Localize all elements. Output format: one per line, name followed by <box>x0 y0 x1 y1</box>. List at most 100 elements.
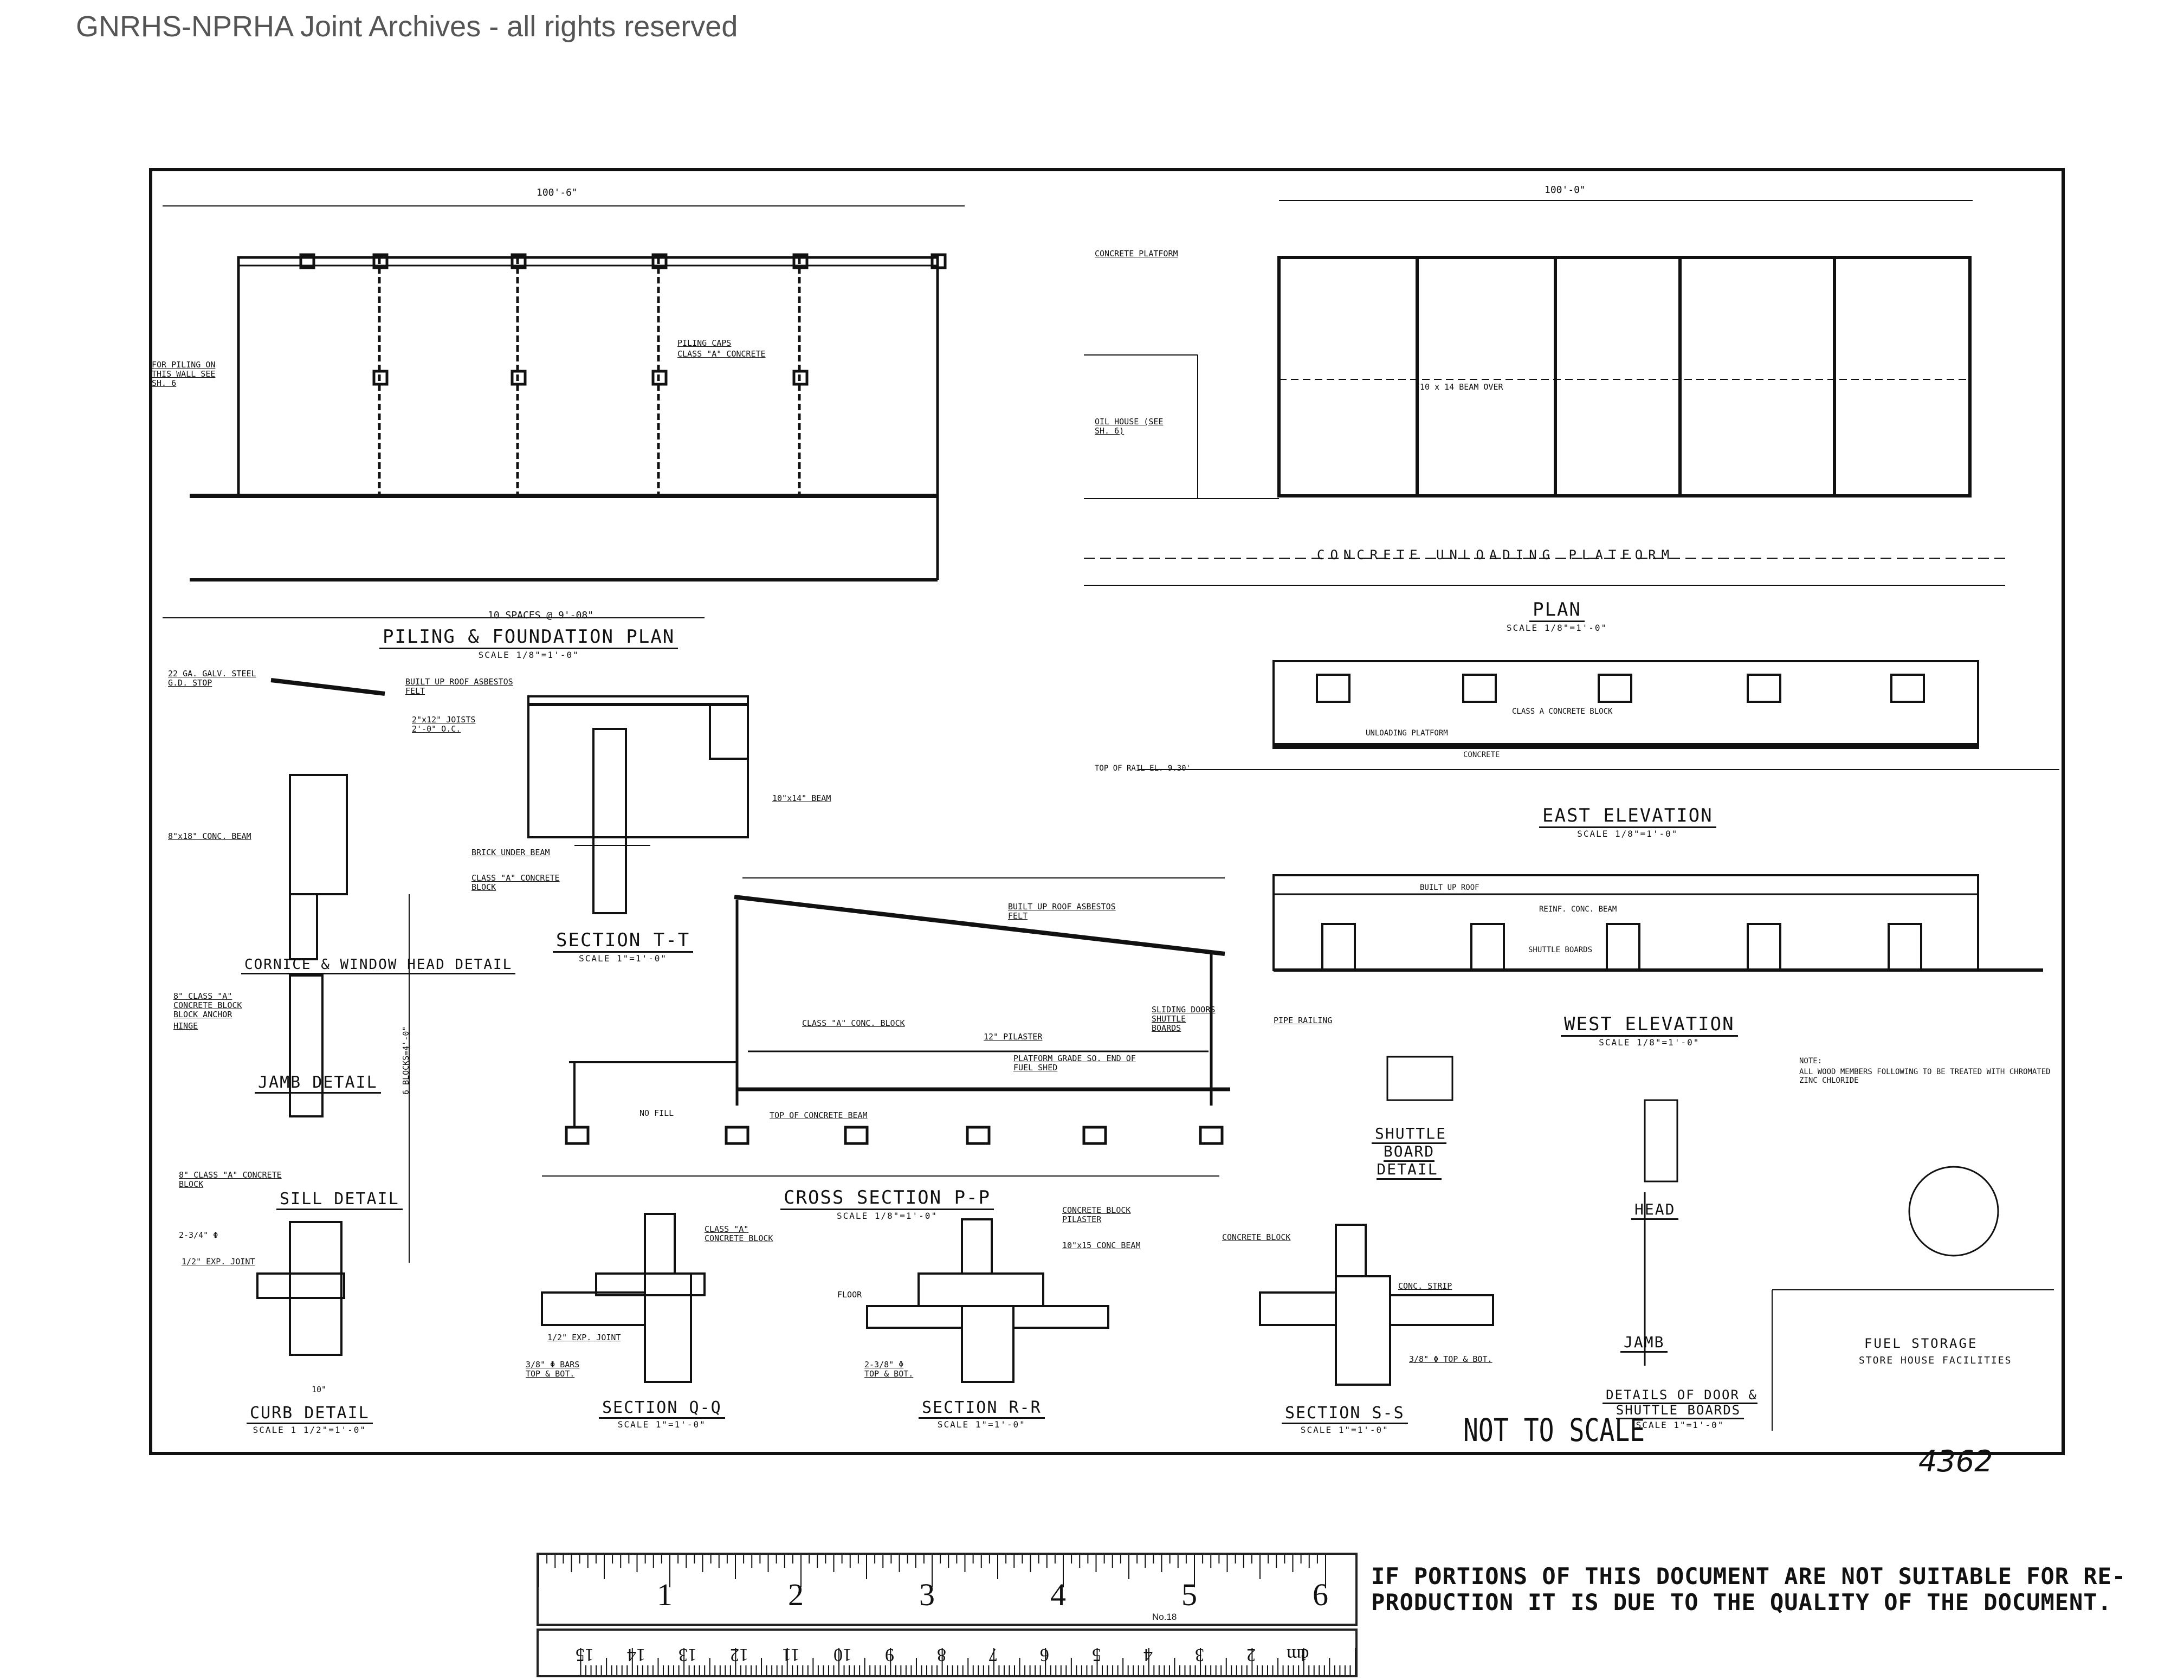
ruler-cm-2: 2 <box>1246 1645 1256 1665</box>
rr-beam-note: 10"x15 CONC BEAM <box>1062 1240 1141 1250</box>
ruler-inch-3: 3 <box>919 1577 935 1612</box>
cross-sliding-doors: SLIDING DOORS SHUTTLE BOARDS <box>1152 1005 1216 1033</box>
jamb-title: JAMB <box>1620 1333 1668 1353</box>
ruler-inch-5: 5 <box>1181 1577 1197 1612</box>
cross-section-title: CROSS SECTION P-P SCALE 1/8"=1'-0" <box>780 1187 994 1221</box>
oil-house-label: OIL HOUSE (SEE SH. 6) <box>1095 417 1164 436</box>
east-elevation-title: EAST ELEVATION SCALE 1/8"=1'-0" <box>1539 805 1716 839</box>
jamb-hinge-note: HINGE <box>173 1021 198 1031</box>
piling-wall-note: FOR PILING ON THIS WALL SEE SH. 6 <box>152 360 216 388</box>
cross-pipe-railing: PIPE RAILING <box>1274 1016 1333 1025</box>
east-concrete-label: CONCRETE <box>1463 751 1500 759</box>
west-beam-label: REINF. CONC. BEAM <box>1539 905 1617 914</box>
tt-brick-note: BRICK UNDER BEAM <box>471 848 550 857</box>
ruler-cm-6: 6 <box>1040 1645 1050 1665</box>
ruler-cm-3: 3 <box>1195 1645 1205 1665</box>
jamb-anchor-note: 8" CLASS "A" CONCRETE BLOCK BLOCK ANCHOR <box>173 991 242 1019</box>
cross-platform-grade: PLATFORM GRADE SO. END OF FUEL SHED <box>1013 1054 1136 1072</box>
notes-text: ALL WOOD MEMBERS FOLLOWING TO BE TREATED… <box>1799 1068 2051 1085</box>
ruler-cm-10: 10 <box>833 1645 852 1665</box>
ruler-cm-11: 11 <box>781 1645 800 1665</box>
tt-block-note: CLASS "A" CONCRETE BLOCK <box>471 873 560 892</box>
piling-plan-title: PILING & FOUNDATION PLAN SCALE 1/8"=1'-0… <box>379 626 679 660</box>
west-elevation-drawing <box>1272 874 2043 972</box>
title-block-line1: FUEL STORAGE <box>1864 1336 1978 1351</box>
cornice-roof-note: BUILT UP ROOF ASBESTOS FELT <box>405 677 513 696</box>
section-rr-title: SECTION R-R SCALE 1"=1'-0" <box>919 1398 1045 1430</box>
doors-detail-title: DETAILS OF DOOR & SHUTTLE BOARDS SCALE 1… <box>1588 1387 1772 1430</box>
curb-joint-note: 1/2" EXP. JOINT <box>182 1257 255 1267</box>
drawing-sheet <box>149 168 2065 1455</box>
ruler-cm-9: 9 <box>885 1645 895 1665</box>
ruler-inch-2: 2 <box>788 1577 804 1612</box>
cross-roof-note: BUILT UP ROOF ASBESTOS FELT <box>1008 902 1116 921</box>
cornice-joist-note: 2"x12" JOISTS 2'-0" O.C. <box>412 715 476 734</box>
cornice-beam-note: 8"x18" CONC. BEAM <box>168 831 251 841</box>
plan-title: PLAN SCALE 1/8"=1'-0" <box>1507 599 1608 633</box>
cornice-detail-title: CORNICE & WINDOW HEAD DETAIL <box>241 957 516 974</box>
east-unloading-label: UNLOADING PLATFORM <box>1366 729 1448 738</box>
east-block-label: CLASS A CONCRETE BLOCK <box>1512 707 1613 716</box>
ruler-cm-13: 13 <box>679 1645 697 1665</box>
qq-joint-note: 1/2" EXP. JOINT <box>547 1333 621 1342</box>
door-details-drawing <box>1386 1056 2054 1431</box>
plan-drawing <box>1084 200 2005 586</box>
ruler-cm-15: 15 <box>575 1645 594 1665</box>
concrete-platform-label: CONCRETE PLATFORM <box>1095 249 1178 259</box>
top-of-rail-label: TOP OF RAIL EL. 9.30' <box>1095 764 1191 773</box>
cross-block-note: CLASS "A" CONC. BLOCK <box>802 1018 905 1028</box>
cross-fill-note: NO FILL <box>639 1108 674 1118</box>
cm-ruler-ticks <box>580 1648 1355 1675</box>
reproduction-notice: IF PORTIONS OF THIS DOCUMENT ARE NOT SUI… <box>1371 1563 2127 1616</box>
piling-concrete-note: CLASS "A" CONCRETE <box>677 349 766 359</box>
sill-blocks-dim: 6 BLOCKS=4'-0" <box>401 1026 411 1095</box>
left-details-drawing <box>256 678 410 1356</box>
section-tt-title: SECTION T-T SCALE 1"=1'-0" <box>553 929 694 964</box>
piling-plan-drawing <box>163 205 965 618</box>
sections-qrs-drawing <box>541 1213 1494 1386</box>
ss-bars-note: 3/8" Φ TOP & BOT. <box>1409 1354 1492 1364</box>
east-elevation-drawing <box>1138 660 2059 770</box>
ruler-inch-4: 4 <box>1050 1577 1066 1612</box>
cross-section-drawing <box>542 877 1230 1177</box>
plan-overall-dim: 100'-0" <box>1545 184 1586 196</box>
shuttle-board-title: SHUTTLE BOARD DETAIL <box>1349 1125 1469 1180</box>
sill-block-note: 8" CLASS "A" CONCRETE BLOCK <box>179 1170 282 1189</box>
curb-width-dim: 10" <box>312 1385 327 1394</box>
piling-caps-note: PILING CAPS <box>677 338 732 348</box>
archive-header: GNRHS-NPRHA Joint Archives - all rights … <box>76 10 738 43</box>
curb-detail-title: CURB DETAIL SCALE 1 1/2"=1'-0" <box>247 1404 373 1435</box>
cornice-gutter-note: 22 GA. GALV. STEEL G.D. STOP <box>168 669 256 688</box>
ruler-cm-4: 4 <box>1143 1645 1153 1665</box>
sill-detail-title: SILL DETAIL <box>276 1190 403 1210</box>
cross-pilaster-note: 12" PILASTER <box>984 1032 1043 1042</box>
ruler-cm-7: 7 <box>988 1645 998 1665</box>
notes-label: NOTE: <box>1799 1057 1823 1065</box>
rr-block-note: CONCRETE BLOCK PILASTER <box>1062 1205 1131 1224</box>
head-detail-title: HEAD <box>1631 1200 1679 1220</box>
curb-bolt-note: 2-3/4" Φ <box>179 1230 218 1240</box>
ruler-inch-6: 6 <box>1313 1577 1328 1612</box>
west-roof-label: BUILT UP ROOF <box>1420 883 1479 892</box>
ruler-cm-14: 14 <box>626 1645 645 1665</box>
inch-ruler: 1 2 3 4 5 6 No.18 <box>537 1553 1358 1626</box>
rr-bars-note: 2-3/8" Φ TOP & BOT. <box>864 1360 914 1379</box>
tt-beam-note: 10"x14" BEAM <box>772 793 831 803</box>
west-elevation-title: WEST ELEVATION SCALE 1/8"=1'-0" <box>1561 1013 1738 1048</box>
ss-strip-note: CONC. STRIP <box>1398 1281 1452 1291</box>
ruler-cm-5: 5 <box>1091 1645 1101 1665</box>
platform-label: CONCRETE UNLOADING PLATFORM <box>1317 547 1675 563</box>
ruler-inch-1: 1 <box>657 1577 673 1612</box>
ruler-cm-label: cm <box>1287 1645 1309 1665</box>
qq-bars-note: 3/8" Φ BARS TOP & BOT. <box>526 1360 580 1379</box>
beam-over-label: 10 x 14 BEAM OVER <box>1420 382 1503 392</box>
ruler-cm-8: 8 <box>936 1645 946 1665</box>
west-shuttle-label: SHUTTLE BOARDS <box>1528 946 1593 954</box>
rr-floor-label: FLOOR <box>837 1290 862 1300</box>
inch-ruler-ticks <box>539 1555 1326 1587</box>
section-qq-title: SECTION Q-Q SCALE 1"=1'-0" <box>599 1398 725 1430</box>
jamb-detail-title: JAMB DETAIL <box>255 1073 381 1094</box>
section-ss-title: SECTION S-S SCALE 1"=1'-0" <box>1282 1404 1408 1435</box>
